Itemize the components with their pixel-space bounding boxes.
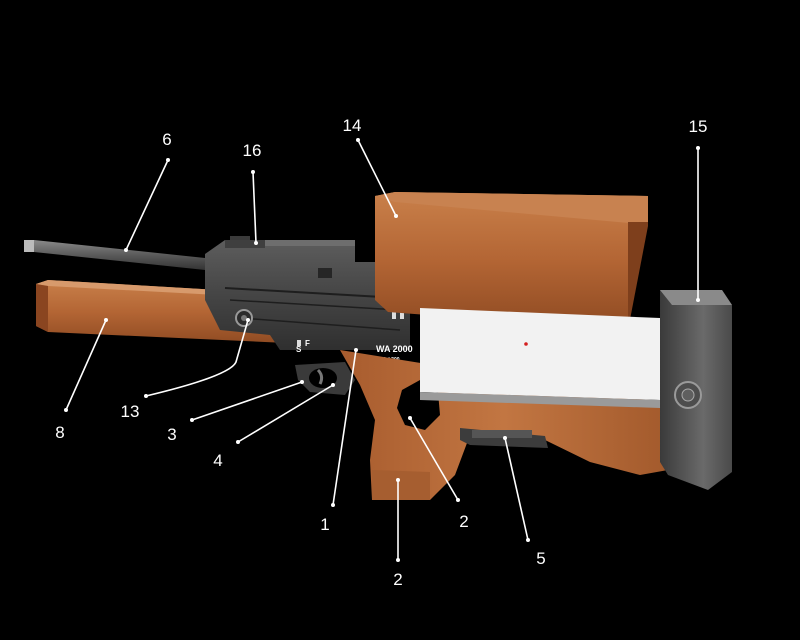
leader-16 bbox=[252, 171, 257, 244]
leader-14 bbox=[357, 139, 397, 217]
leader-4 bbox=[237, 384, 334, 443]
callout-1: 1 bbox=[320, 515, 329, 534]
butt-plate bbox=[660, 290, 732, 490]
selector-mark-s: S bbox=[296, 345, 302, 354]
callout-numbers: 6 16 14 15 8 13 3 4 1 2 2 5 bbox=[55, 116, 707, 589]
leader-lines bbox=[65, 139, 699, 560]
cheek-piece bbox=[375, 192, 648, 330]
selector-mark-f: F bbox=[305, 339, 310, 348]
trigger-group bbox=[295, 362, 355, 395]
leader-13 bbox=[145, 319, 249, 397]
leader-3 bbox=[191, 381, 303, 421]
callout-3: 3 bbox=[167, 425, 176, 444]
side-panel bbox=[420, 308, 660, 408]
leader-8 bbox=[125, 159, 169, 251]
callout-2-lower: 2 bbox=[393, 570, 402, 589]
receiver: S F WA 2000 Kal.300 bbox=[205, 236, 413, 363]
leader-5 bbox=[504, 437, 529, 541]
barrel bbox=[24, 240, 205, 270]
model-marking: WA 2000 bbox=[376, 344, 413, 354]
callout-8: 6 bbox=[162, 130, 171, 149]
callout-5: 5 bbox=[536, 549, 545, 568]
callout-6: 8 bbox=[55, 423, 64, 442]
leader-6 bbox=[65, 319, 107, 411]
callout-2-upper: 2 bbox=[459, 512, 468, 531]
leader-1 bbox=[332, 349, 357, 506]
leader-2b bbox=[409, 417, 459, 501]
callout-16: 16 bbox=[243, 141, 262, 160]
leader-dots bbox=[64, 138, 700, 562]
sight-dot bbox=[524, 342, 528, 346]
callout-4: 4 bbox=[213, 451, 222, 470]
callout-15: 15 bbox=[689, 117, 708, 136]
callout-14: 14 bbox=[343, 116, 362, 135]
callout-13: 13 bbox=[121, 402, 140, 421]
